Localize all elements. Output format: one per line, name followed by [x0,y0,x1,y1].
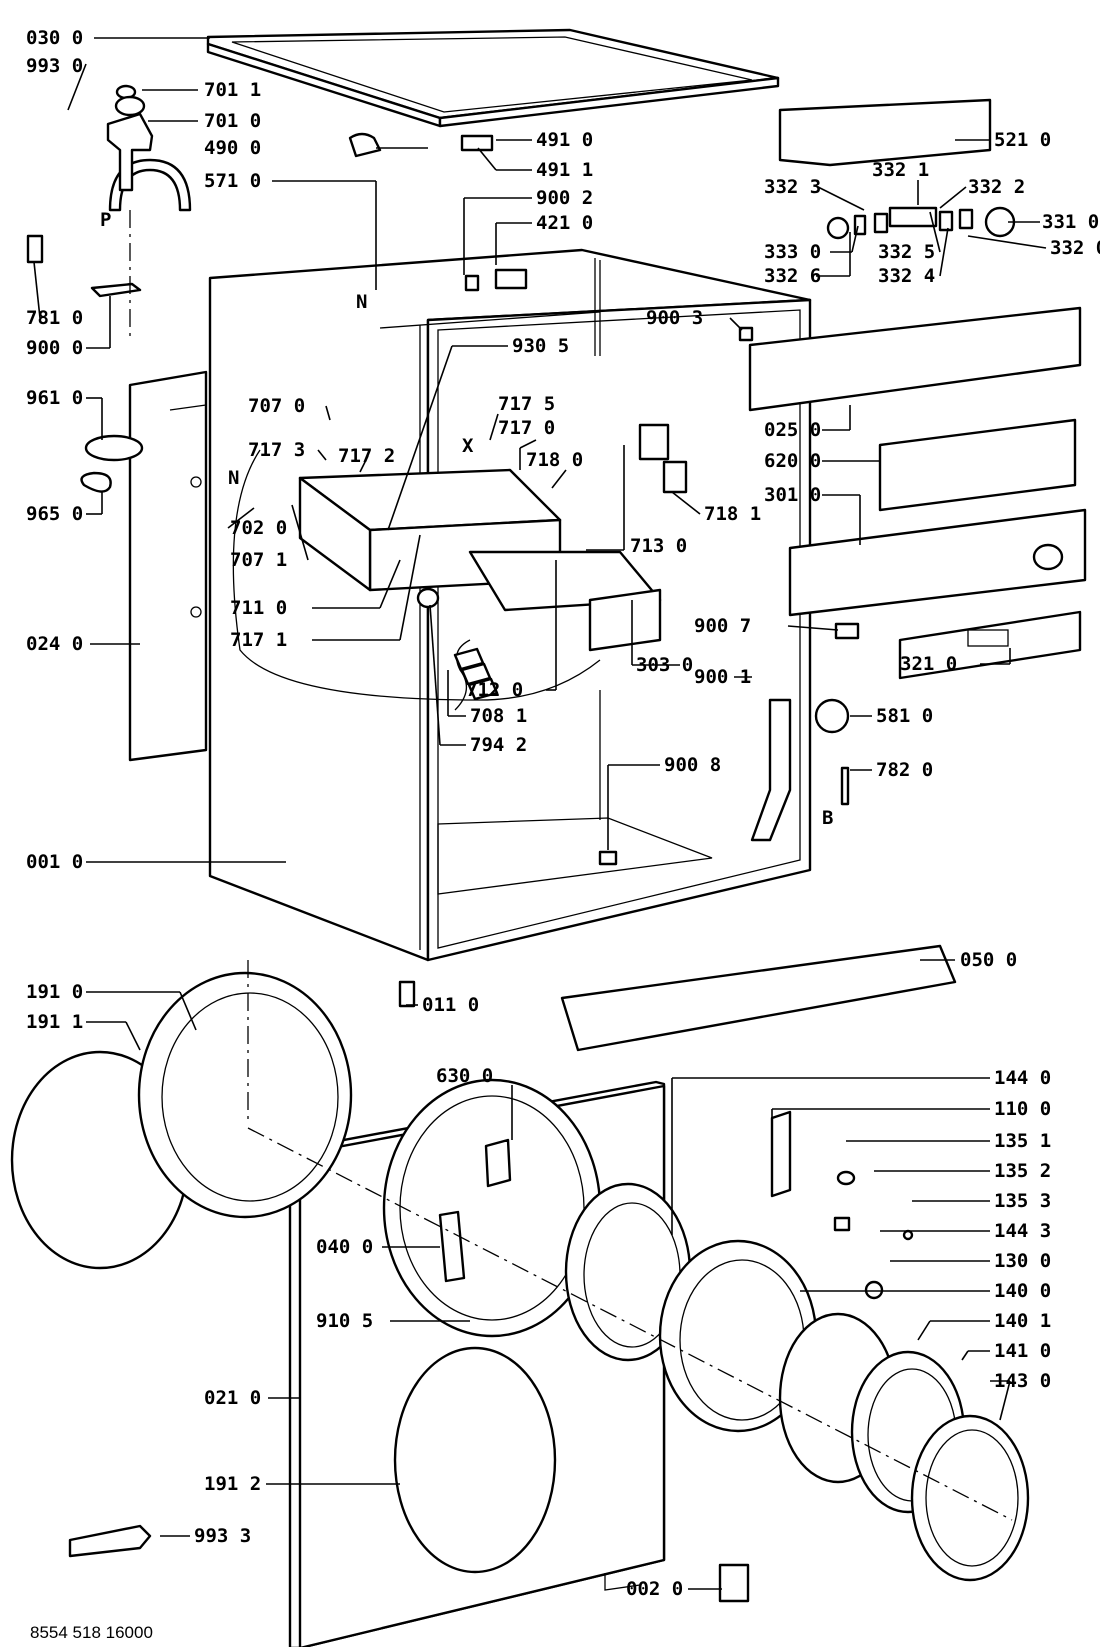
label-781-0: 781 0 [26,307,83,329]
label-782-0: 782 0 [876,759,933,781]
label-900-8: 900 8 [664,754,721,776]
marker-x: X [462,435,474,457]
label-491-1: 491 1 [536,159,593,181]
label-191-2: 191 2 [204,1473,261,1495]
label-900-1: 900 1 [694,666,751,688]
kick-panel-part [560,944,957,1052]
label-331-0: 331 0 [1042,211,1099,233]
label-135-2: 135 2 [994,1160,1051,1182]
label-144-0: 144 0 [994,1067,1051,1089]
label-701-1: 701 1 [204,79,261,101]
label-993-3: 993 3 [194,1525,251,1547]
label-581-0: 581 0 [876,705,933,727]
label-030-0: 030 0 [26,27,83,49]
label-717-0: 717 0 [498,417,555,439]
label-143-0: 143 0 [994,1370,1051,1392]
label-701-0: 701 0 [204,110,261,132]
label-024-0: 024 0 [26,633,83,655]
small-parts [26,84,860,1558]
label-491-0: 491 0 [536,129,593,151]
label-135-1: 135 1 [994,1130,1051,1152]
label-708-1: 708 1 [470,705,527,727]
label-900-7: 900 7 [694,615,751,637]
label-050-0: 050 0 [960,949,1017,971]
label-191-1: 191 1 [26,1011,83,1033]
label-421-0: 421 0 [536,212,593,234]
label-707-0: 707 0 [248,395,305,417]
leader-lines [33,37,1047,1590]
label-717-3: 717 3 [248,439,305,461]
label-711-0: 711 0 [230,597,287,619]
label-702-0: 702 0 [230,517,287,539]
label-191-0: 191 0 [26,981,83,1003]
label-718-0: 718 0 [526,449,583,471]
label-141-0: 141 0 [994,1340,1051,1362]
label-630-0: 630 0 [436,1065,493,1087]
label-144-3: 144 3 [994,1220,1051,1242]
label-040-0: 040 0 [316,1236,373,1258]
part-labels: 030 0 993 0 701 1 701 0 490 0 571 0 781 … [26,27,1100,1642]
side-panel-part [128,370,208,762]
label-110-0: 110 0 [994,1098,1051,1120]
label-332-6: 332 6 [764,265,821,287]
label-993-0: 993 0 [26,55,83,77]
front-panel-part [288,1078,666,1647]
label-713-0: 713 0 [630,535,687,557]
label-135-3: 135 3 [994,1190,1051,1212]
label-712-0: 712 0 [466,679,523,701]
label-965-0: 965 0 [26,503,83,525]
marker-n-upper: N [356,291,367,313]
label-717-2: 717 2 [338,445,395,467]
marker-n-lower: N [228,467,239,489]
label-332-3: 332 3 [764,176,821,198]
label-794-2: 794 2 [470,734,527,756]
label-332-5: 332 5 [878,241,935,263]
control-panel-parts [748,98,1087,842]
label-620-0: 620 0 [764,450,821,472]
top-lid-part [206,28,780,128]
label-001-0: 001 0 [26,851,83,873]
label-900-3: 900 3 [646,307,703,329]
label-521-0: 521 0 [994,129,1051,151]
label-717-1: 717 1 [230,629,287,651]
label-910-5: 910 5 [316,1310,373,1332]
label-002-0: 002 0 [626,1578,683,1600]
label-333-0: 333 0 [764,241,821,263]
label-025-0: 025 0 [764,419,821,441]
label-930-5: 930 5 [512,335,569,357]
label-011-0: 011 0 [422,994,479,1016]
label-717-5: 717 5 [498,393,555,415]
label-900-0: 900 0 [26,337,83,359]
label-900-2: 900 2 [536,187,593,209]
dispenser-part [232,449,662,711]
label-718-1: 718 1 [704,503,761,525]
label-321-0: 321 0 [900,653,957,675]
label-490-0: 490 0 [204,137,261,159]
parts-drawing [10,28,1087,1647]
label-140-0: 140 0 [994,1280,1051,1302]
label-332-0: 332 0 [1050,237,1100,259]
door-parts [10,971,1030,1603]
label-301-0: 301 0 [764,484,821,506]
label-571-0: 571 0 [204,170,261,192]
label-332-2: 332 2 [968,176,1025,198]
drawing-number: 8554 518 16000 [30,1623,153,1642]
label-707-1: 707 1 [230,549,287,571]
label-332-4: 332 4 [878,265,935,287]
marker-b: B [822,807,833,829]
label-332-1: 332 1 [872,159,929,181]
label-140-1: 140 1 [994,1310,1051,1332]
marker-p: P [100,209,111,231]
label-961-0: 961 0 [26,387,83,409]
label-303-0: 303 0 [636,654,693,676]
label-021-0: 021 0 [204,1387,261,1409]
label-130-0: 130 0 [994,1250,1051,1272]
